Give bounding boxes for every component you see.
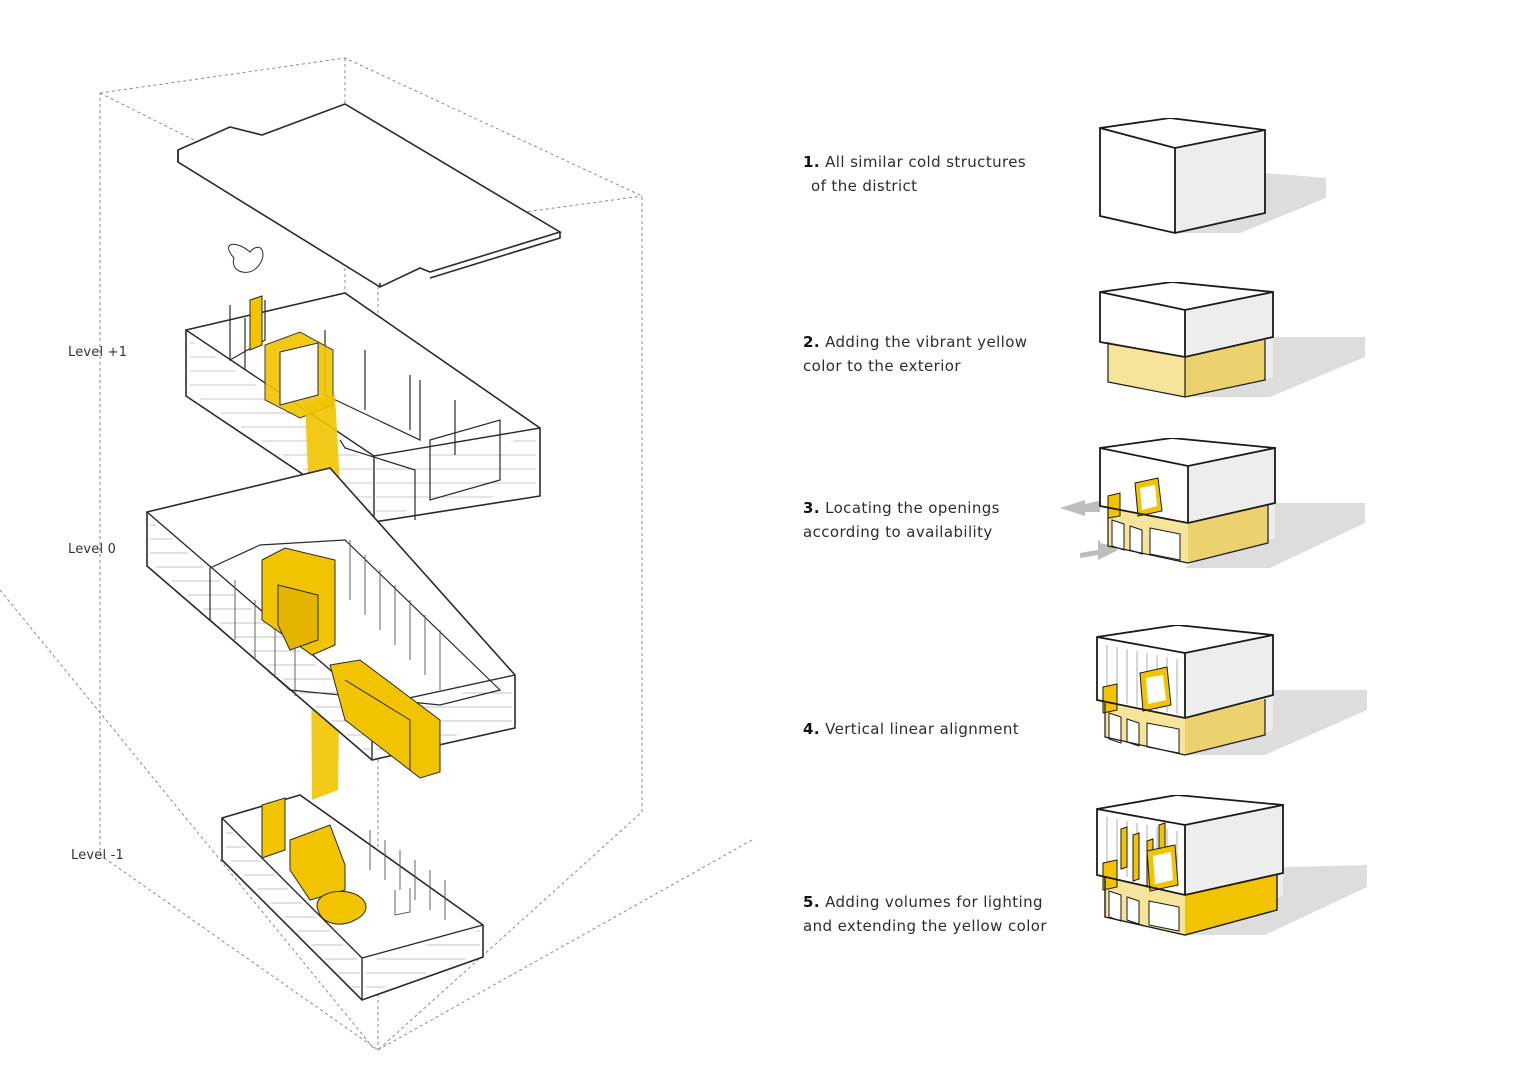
step-1-text: 1. All similar cold structures of the di…: [803, 150, 1026, 198]
step-5-line-2: and extending the yellow color: [803, 917, 1047, 935]
step-5-text: 5. Adding volumes for lighting and exten…: [803, 890, 1047, 938]
step-3-line-1: Locating the openings: [825, 499, 1000, 517]
step-4-text: 4. Vertical linear alignment: [803, 717, 1019, 741]
step-2-text: 2. Adding the vibrant yellow color to th…: [803, 330, 1027, 378]
step-1-number: 1.: [803, 153, 820, 171]
step-2-line-1: Adding the vibrant yellow: [825, 333, 1028, 351]
massing-box-3: [1060, 438, 1365, 568]
step-4-line-1: Vertical linear alignment: [825, 720, 1020, 738]
massing-box-5: [1096, 795, 1367, 936]
step-3-text: 3. Locating the openings according to av…: [803, 496, 1000, 544]
step-1-line-2: of the district: [811, 177, 918, 195]
arrow-right-icon: [1080, 540, 1118, 560]
level-minus1-floor: [221, 794, 484, 1001]
exploded-axonometric-diagram: [0, 57, 753, 1051]
step-3-line-2: according to availability: [803, 523, 993, 541]
step-1-line-1: All similar cold structures: [825, 153, 1027, 171]
massing-box-1: [1099, 118, 1326, 234]
level-label-plus1: Level +1: [68, 345, 128, 360]
level-label-0: Level 0: [68, 542, 117, 557]
massing-box-2: [1099, 282, 1365, 398]
massing-box-4: [1096, 625, 1367, 756]
step-2-line-2: color to the exterior: [803, 357, 961, 375]
arrow-left-icon: [1060, 500, 1102, 516]
step-4-number: 4.: [803, 720, 820, 738]
step-3-number: 3.: [803, 499, 820, 517]
level-plus1-floor: [185, 243, 541, 523]
step-5-line-1: Adding volumes for lighting: [825, 893, 1043, 911]
level-label-minus1: Level -1: [71, 848, 125, 863]
roof-slab: [177, 103, 562, 288]
step-5-number: 5.: [803, 893, 820, 911]
level-0-floor: [146, 467, 516, 779]
step-2-number: 2.: [803, 333, 820, 351]
